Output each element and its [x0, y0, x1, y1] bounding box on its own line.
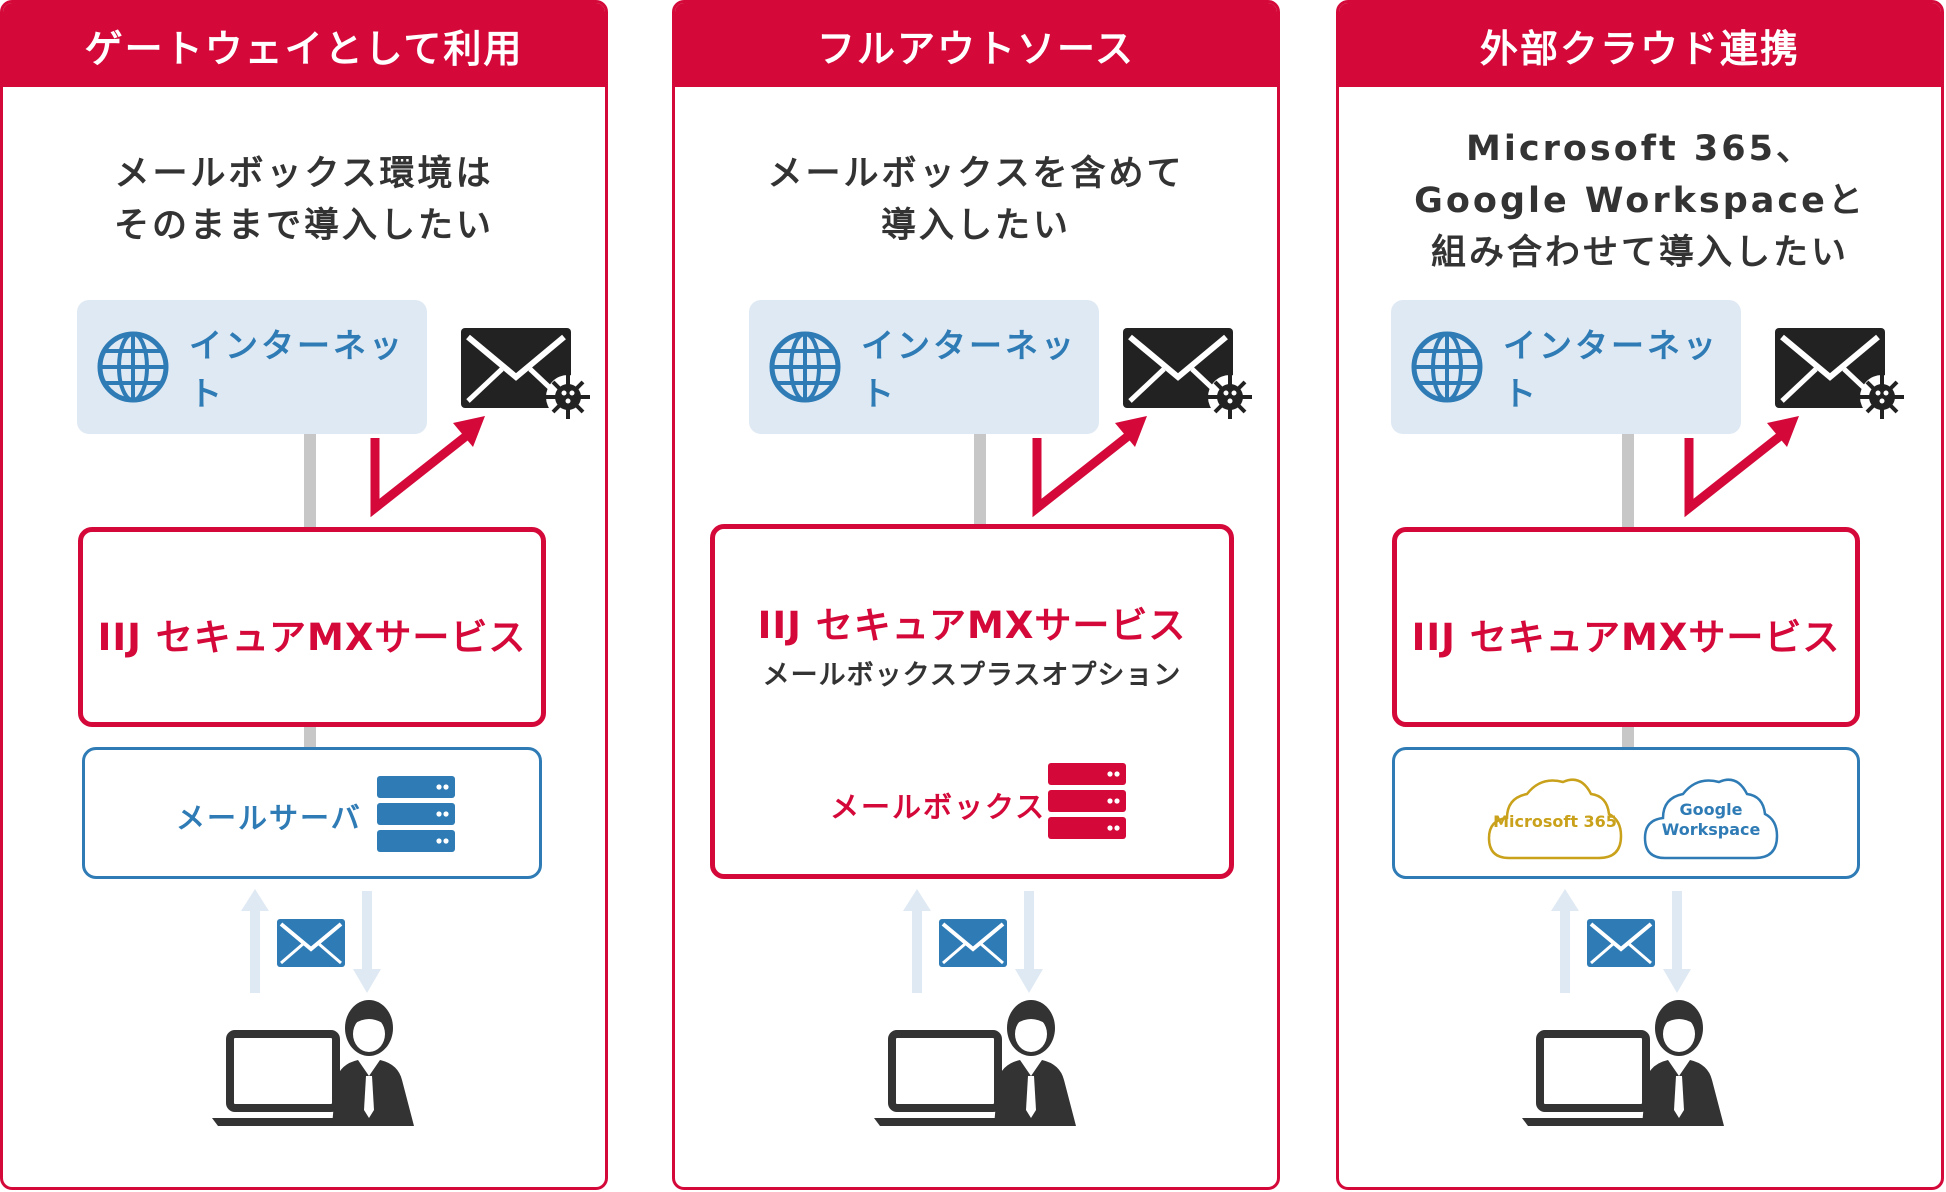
- cloud-label: Google Workspace: [1643, 800, 1779, 840]
- mx-service-box: IIJ セキュアMXサービス: [78, 527, 546, 727]
- globe-icon: [769, 331, 841, 403]
- mailbox-label: メールボックス: [830, 790, 1047, 824]
- virus-mail-icon: [1775, 328, 1904, 419]
- panel-header: ゲートウェイとして利用: [3, 3, 605, 87]
- lead-line: 組み合わせて導入したい: [1430, 233, 1849, 273]
- mail-server-box: メールサーバ: [82, 747, 542, 879]
- laptop-user-icon: [1522, 1000, 1724, 1126]
- arrow-icon: [1684, 416, 1799, 518]
- server-icon: [377, 776, 455, 852]
- mail-server-label: メールサーバ: [176, 801, 362, 835]
- globe-icon: [97, 331, 169, 403]
- connector-line: [304, 433, 316, 527]
- connector-line: [1622, 723, 1634, 747]
- internet-box: インターネット: [1391, 300, 1741, 434]
- lead-text: Microsoft 365、 Google Workspaceと 組み合わせて導…: [1339, 123, 1941, 279]
- lead-text: メールボックス環境は そのままで導入したい: [3, 148, 605, 252]
- connector-line: [1622, 433, 1634, 527]
- cloud-label: Microsoft 365: [1493, 812, 1617, 831]
- connector-line: [304, 723, 316, 747]
- internet-box: インターネット: [749, 300, 1099, 434]
- arrow-icon: [370, 416, 485, 518]
- lead-line: 導入したい: [880, 206, 1071, 246]
- mx-service-subtitle: メールボックスプラスオプション: [762, 660, 1182, 691]
- cloud-services-box: Microsoft 365 Google Workspace: [1392, 747, 1860, 879]
- mail-exchange-icon: [1551, 889, 1691, 993]
- virus-mail-icon: [461, 328, 590, 419]
- internet-label: インターネット: [189, 326, 405, 413]
- cloud-icon: [1487, 778, 1623, 860]
- lead-line: Google Workspaceと: [1414, 181, 1866, 221]
- panel-cloud-integration: 外部クラウド連携 Microsoft 365、 Google Workspace…: [1336, 0, 1944, 1190]
- mail-exchange-icon: [903, 889, 1043, 993]
- server-icon: [1048, 763, 1126, 839]
- cloud-icon: [1643, 778, 1779, 860]
- connector-line: [974, 433, 986, 527]
- mx-service-box: IIJ セキュアMXサービス メールボックスプラスオプション メールボックス: [710, 524, 1234, 879]
- mx-service-title: IIJ セキュアMXサービス: [757, 604, 1187, 647]
- panel-full-outsource: フルアウトソース メールボックスを含めて 導入したい インターネット: [672, 0, 1280, 1190]
- mail-exchange-icon: [241, 889, 381, 993]
- panel-header: 外部クラウド連携: [1339, 3, 1941, 87]
- panel-gateway: ゲートウェイとして利用 メールボックス環境は そのままで導入したい インターネッ…: [0, 0, 608, 1190]
- lead-line: メールボックス環境は: [114, 154, 494, 194]
- lead-line: Microsoft 365、: [1466, 129, 1814, 169]
- arrow-icon: [1032, 416, 1147, 518]
- internet-box: インターネット: [77, 300, 427, 434]
- mx-service-title: IIJ セキュアMXサービス: [1411, 616, 1841, 659]
- virus-mail-icon: [1123, 328, 1252, 419]
- laptop-user-icon: [212, 1000, 414, 1126]
- cloud-label-line: Workspace: [1661, 820, 1761, 839]
- lead-line: メールボックスを含めて: [767, 154, 1185, 194]
- panel-header: フルアウトソース: [675, 3, 1277, 87]
- lead-line: そのままで導入したい: [113, 206, 494, 246]
- lead-text: メールボックスを含めて 導入したい: [675, 148, 1277, 252]
- internet-label: インターネット: [1503, 326, 1719, 413]
- cloud-label-line: Google: [1679, 800, 1743, 819]
- mx-service-title: IIJ セキュアMXサービス: [97, 616, 527, 659]
- mx-service-box: IIJ セキュアMXサービス: [1392, 527, 1860, 727]
- laptop-user-icon: [874, 1000, 1076, 1126]
- internet-label: インターネット: [861, 326, 1077, 413]
- globe-icon: [1411, 331, 1483, 403]
